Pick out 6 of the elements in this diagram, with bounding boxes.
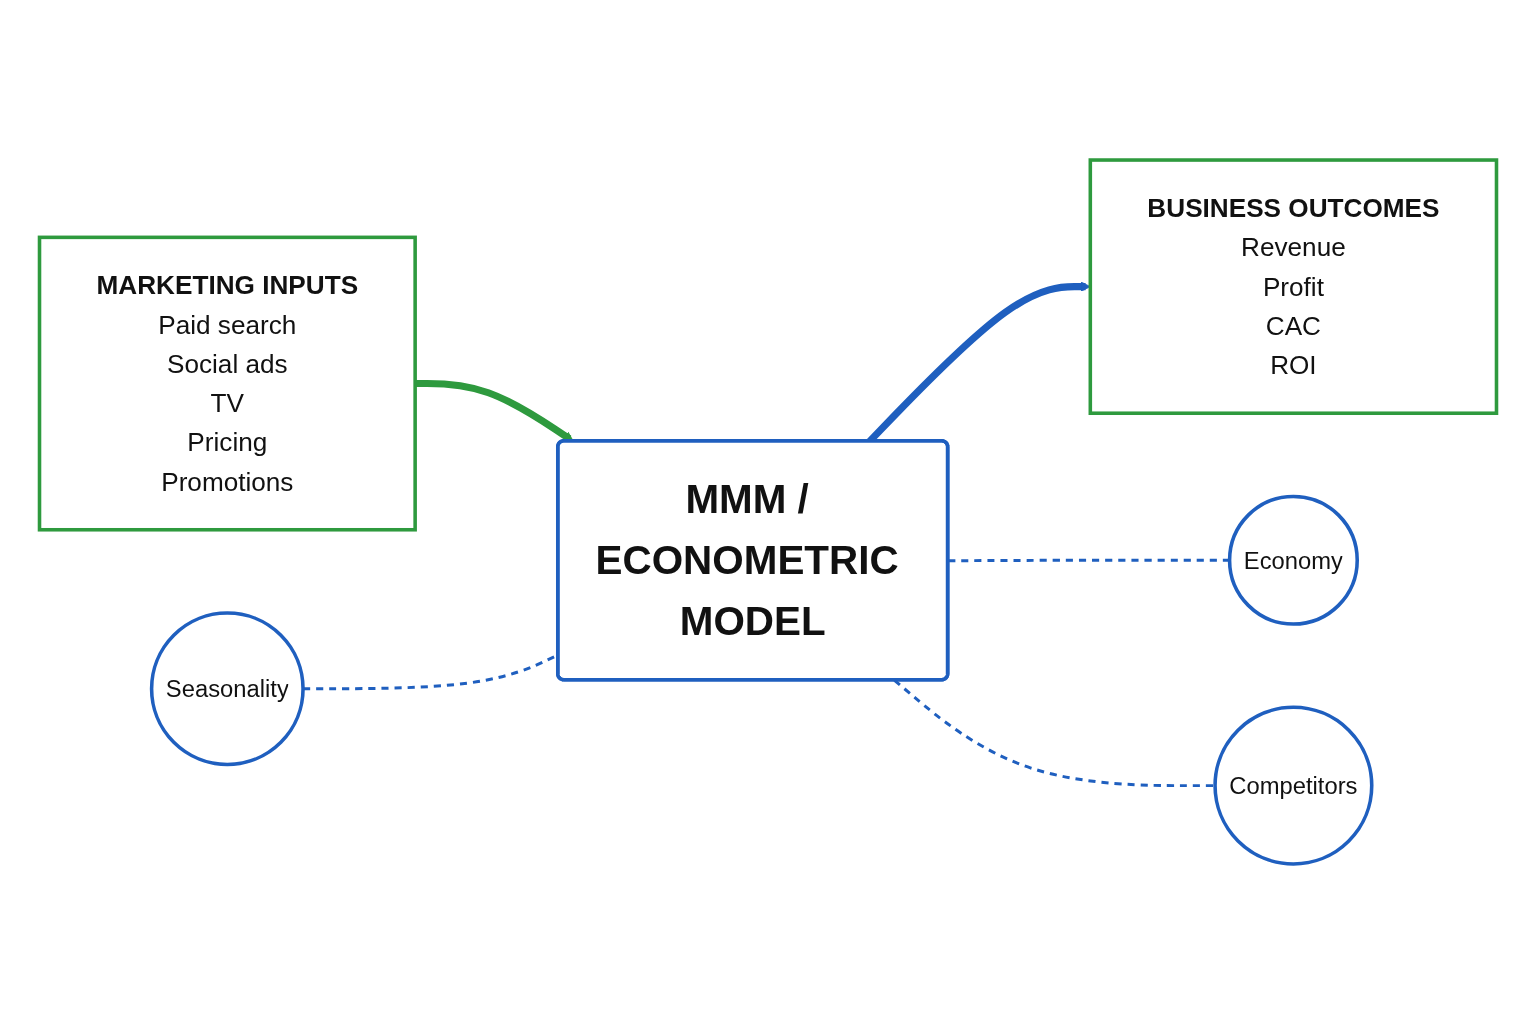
arrow bbox=[415, 380, 574, 442]
node-circle: Economy bbox=[1227, 494, 1359, 626]
node-box: MARKETING INPUTS Paid search Social ads TV Pricing Promotions bbox=[37, 235, 417, 532]
node-box: BUSINESS OUTCOMES Revenue Profit CAC ROI bbox=[1088, 158, 1499, 415]
node-circle: Seasonality bbox=[149, 611, 305, 767]
node-circle: Competitors bbox=[1213, 705, 1374, 866]
